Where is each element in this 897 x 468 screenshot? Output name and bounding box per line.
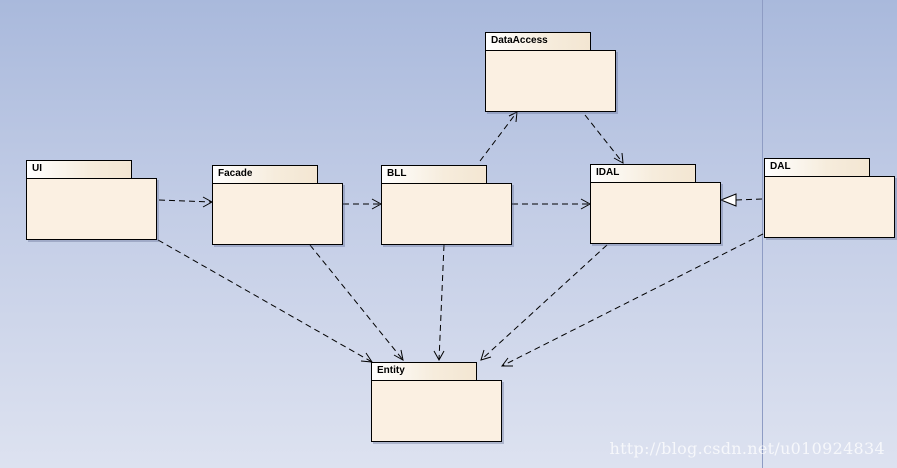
package-dal-body (764, 176, 895, 238)
dependency-ui-facade (158, 199, 213, 203)
package-entity-body (371, 380, 502, 442)
dependency-bll-dataaccess (479, 111, 518, 162)
package-ui-tab: UI (26, 160, 132, 178)
package-dal-tab: DAL (764, 158, 870, 176)
package-ui-body (26, 178, 157, 240)
package-facade-body (212, 183, 343, 245)
package-facade-tab: Facade (212, 165, 318, 183)
package-idal-tab: IDAL (590, 164, 696, 182)
dependency-ui-entity (157, 239, 373, 363)
realization-dal-idal (735, 198, 763, 201)
package-bll-tab: BLL (381, 165, 487, 183)
dependency-dal-entity (501, 233, 764, 367)
dependency-dataaccess-idal (584, 114, 624, 164)
dependency-idal-entity (480, 244, 608, 361)
package-entity-tab: Entity (371, 362, 477, 380)
package-bll-body (381, 183, 512, 245)
package-idal-body (590, 182, 721, 244)
dependency-bll-entity (438, 244, 445, 361)
dependency-facade-entity (309, 244, 404, 361)
package-dataaccess-body (485, 50, 616, 112)
package-dataaccess-tab: DataAccess (485, 32, 591, 50)
watermark: http://blog.csdn.net/u010924834 (609, 439, 885, 458)
